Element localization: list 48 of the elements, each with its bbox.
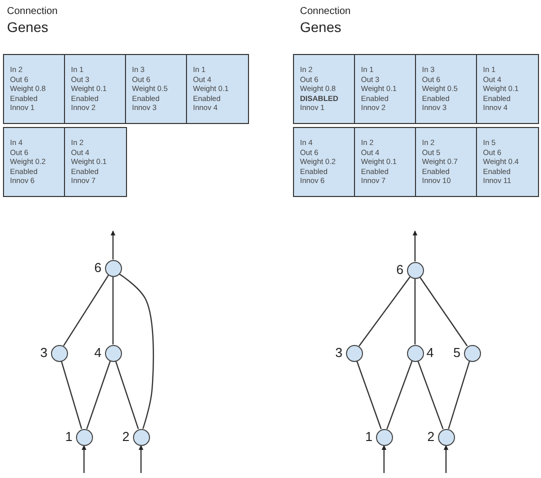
- connection-line: [417, 360, 444, 430]
- connection-line: [63, 274, 109, 346]
- node-number: 3: [40, 346, 48, 360]
- gene-card: [293, 127, 356, 197]
- gene-card: [64, 54, 126, 124]
- gene-card: [476, 54, 538, 124]
- node-number: 6: [396, 262, 404, 276]
- node-number: 6: [94, 260, 102, 274]
- connection-line: [448, 360, 470, 430]
- node-number: 3: [335, 346, 342, 360]
- node-number: 1: [365, 430, 372, 444]
- gene-card: [354, 127, 416, 197]
- node-number: 1: [65, 430, 72, 444]
- arrow: [110, 230, 116, 260]
- arrow: [444, 445, 448, 473]
- gene-card: [415, 54, 478, 124]
- node-number: 4: [94, 346, 102, 360]
- connection-line: [414, 278, 416, 344]
- node-number: 4: [426, 346, 434, 360]
- connection-line: [86, 360, 111, 430]
- arrow: [82, 445, 86, 473]
- gene-card: [125, 54, 188, 124]
- gene-card: [293, 54, 356, 124]
- connection-line: [356, 360, 382, 430]
- gene-card: [3, 127, 66, 197]
- gene-card: [186, 54, 248, 124]
- connection-line: [386, 360, 413, 430]
- gene-card: [415, 127, 478, 197]
- gene-card: [354, 54, 416, 124]
- connection-line: [419, 276, 468, 346]
- subheading: Connection: [300, 6, 351, 17]
- connection-line: [60, 360, 82, 430]
- gene-card: [64, 127, 126, 197]
- arrow: [138, 445, 144, 473]
- subheading: Connection: [7, 6, 58, 17]
- connection-line: [115, 360, 139, 430]
- node-number: 2: [427, 430, 434, 444]
- connection-line: [118, 273, 154, 429]
- connection-line: [112, 276, 114, 344]
- heading: Genes: [7, 19, 48, 35]
- gene-card: [3, 54, 66, 124]
- arrow: [382, 445, 386, 473]
- node-number: 5: [453, 346, 460, 360]
- heading: Genes: [300, 19, 342, 35]
- node-number: 2: [122, 430, 130, 444]
- connection-line: [358, 276, 410, 346]
- arrow: [412, 230, 418, 262]
- gene-card: [476, 127, 538, 197]
